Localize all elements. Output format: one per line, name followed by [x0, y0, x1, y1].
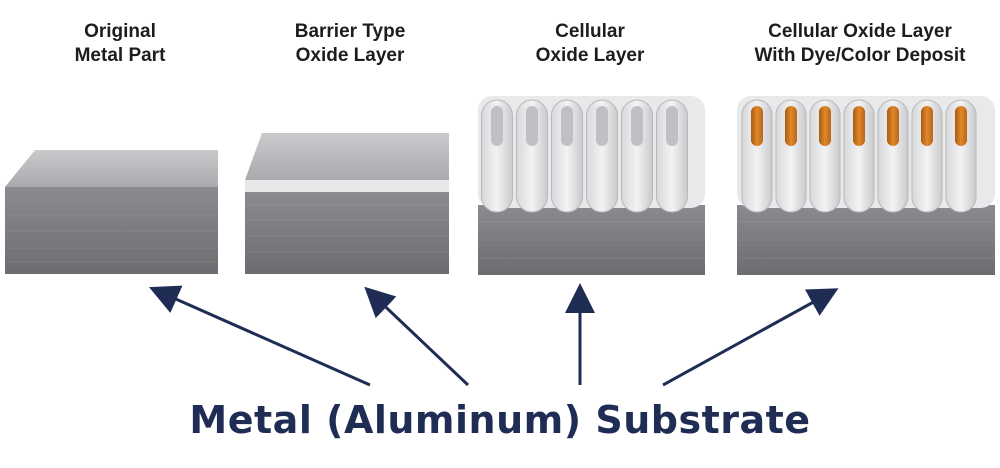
oxide-cell — [775, 99, 807, 213]
dye-pore — [853, 106, 865, 146]
dye-pore — [955, 106, 967, 146]
stage-title-cellular: Cellular Oxide Layer — [510, 20, 670, 68]
oxide-cell — [843, 99, 875, 213]
empty-pore — [491, 106, 503, 146]
stage-title-line: Cellular — [555, 21, 625, 42]
stage-title-line: Barrier Type — [294, 21, 406, 42]
substrate-caption: Metal (Aluminum) Substrate — [189, 398, 811, 442]
dye-pore — [887, 106, 899, 146]
dye-pore — [819, 106, 831, 146]
arrow-icon — [149, 283, 839, 387]
oxide-cell — [809, 99, 841, 213]
stage-title-barrier: Barrier Type Oxide Layer — [270, 20, 430, 68]
dye-pore — [785, 106, 797, 146]
stage-title-line: Original — [84, 21, 156, 42]
dye-pore — [921, 106, 933, 146]
empty-pore — [561, 106, 573, 146]
empty-pore — [596, 106, 608, 146]
stage-title-original: Original Metal Part — [50, 20, 190, 68]
stage-title-line: With Dye/Color Deposit — [754, 45, 966, 66]
arrow-to-barrier — [364, 286, 470, 387]
original-metal-block — [5, 150, 218, 274]
stage-title-dyed: Cellular Oxide Layer With Dye/Color Depo… — [735, 20, 985, 68]
barrier-oxide-block — [245, 133, 449, 274]
dyed-oxide-block — [737, 96, 995, 275]
oxide-cell — [656, 99, 688, 213]
oxide-cell — [621, 99, 653, 213]
stage-title-line: Cellular Oxide Layer — [768, 21, 952, 42]
oxide-cell — [551, 99, 583, 213]
oxide-cell — [945, 99, 977, 213]
dye-pore — [751, 106, 763, 146]
stage-title-line: Oxide Layer — [535, 45, 645, 66]
oxide-cell — [877, 99, 909, 213]
empty-pore — [526, 106, 538, 146]
stage-title-line: Oxide Layer — [295, 45, 405, 66]
arrow-to-original — [149, 285, 371, 387]
empty-pore — [631, 106, 643, 146]
cellular-oxide-block — [478, 96, 705, 275]
arrow-to-dyed — [662, 288, 839, 387]
stage-title-line: Metal Part — [74, 45, 166, 66]
oxide-cell — [911, 99, 943, 213]
empty-pore — [666, 106, 678, 146]
oxide-cell — [481, 99, 513, 213]
oxide-cell — [741, 99, 773, 213]
oxide-cell — [516, 99, 548, 213]
oxide-cell — [586, 99, 618, 213]
